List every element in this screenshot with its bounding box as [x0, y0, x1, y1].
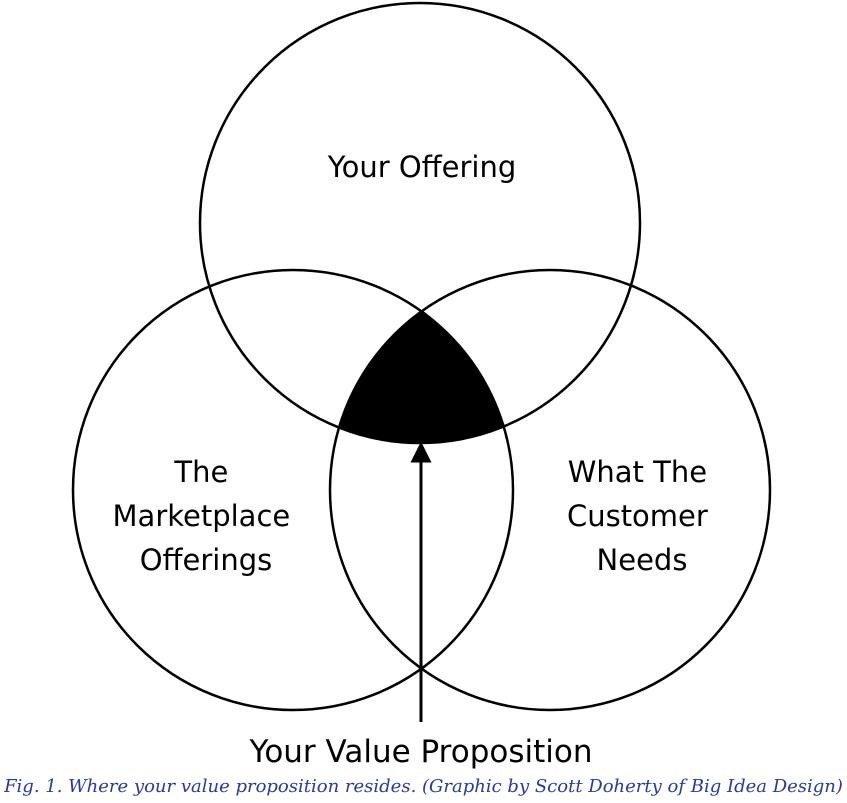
label-customer-line-2: Customer [567, 499, 708, 533]
label-customer-needs: What The Customer Needs [567, 455, 717, 577]
label-customer-line-3: Needs [597, 543, 688, 577]
label-your-offering: Your Offering [327, 150, 517, 184]
value-proposition-intersection [338, 310, 505, 444]
label-marketplace-offerings: The Marketplace Offerings [113, 455, 300, 577]
label-value-proposition: Your Value Proposition [249, 734, 593, 770]
label-marketplace-line-1: The [173, 455, 228, 489]
label-marketplace-line-2: Marketplace [113, 499, 291, 533]
figure-caption: Fig. 1. Where your value proposition res… [4, 776, 843, 797]
circle-customer-needs [328, 268, 772, 712]
label-customer-line-1: What The [568, 455, 707, 489]
circle-marketplace-offerings [71, 268, 515, 712]
label-marketplace-line-3: Offerings [140, 543, 273, 577]
